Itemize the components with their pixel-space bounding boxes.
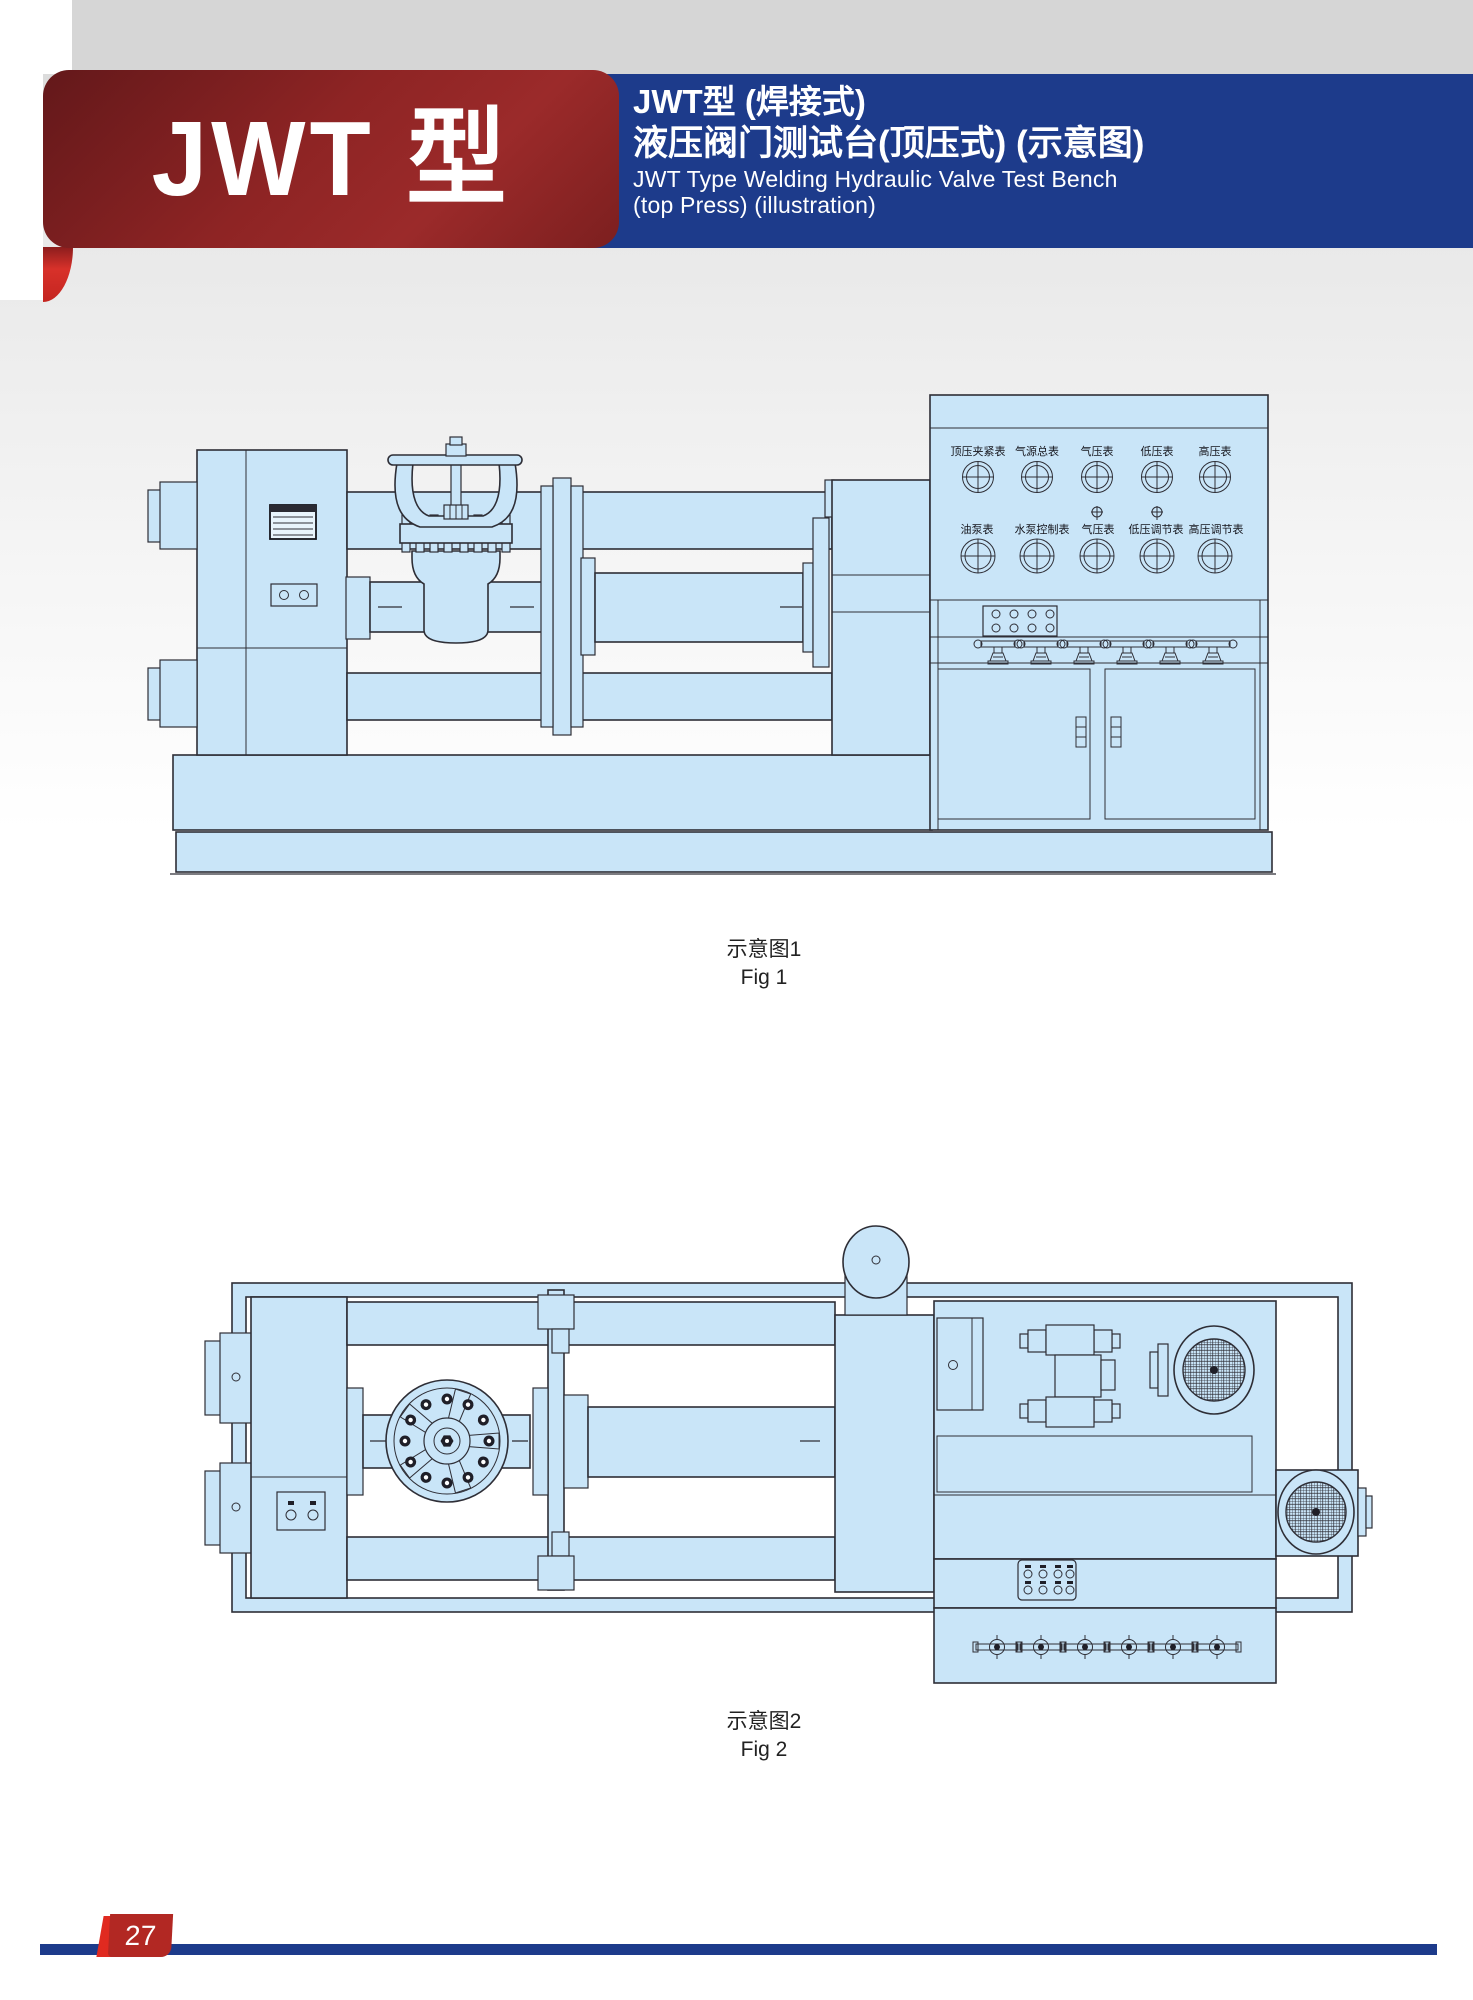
- page-number-tab: 27: [107, 1914, 174, 1957]
- fig2-motor: [1149, 1325, 1255, 1415]
- fig2-press-cylinder: [563, 1394, 836, 1489]
- fig1-valve-stem: [450, 462, 462, 512]
- fig2-connector-strip: [933, 1558, 1277, 1609]
- gauge-label: 水泵控制表: [1015, 522, 1070, 536]
- fig2-test-bench-top-view: [204, 1225, 1373, 1684]
- page-number: 27: [124, 1919, 157, 1951]
- fig1-support-columns: [540, 477, 584, 736]
- title-zh-line2: 液压阀门测试台(顶压式) (示意图): [633, 124, 1145, 163]
- fig2-power-unit-tank: [933, 1300, 1277, 1560]
- fig1-caption: 示意图1 Fig 1: [614, 936, 914, 992]
- gauge-label: 低压调节表: [1129, 522, 1184, 536]
- gauge-label: 气压表: [1081, 444, 1114, 458]
- fig2-caption-en: Fig 2: [740, 1738, 788, 1761]
- fig1-connector-plate: [982, 605, 1058, 637]
- fig1-cabinet-doors: [937, 668, 1256, 820]
- fig1-tie-rod-ends: [147, 481, 198, 728]
- fig2-right-fixed-block: [834, 1225, 935, 1593]
- left-margin: [0, 0, 43, 300]
- gauge-label: 气压表: [1082, 522, 1115, 536]
- fig1-base-skirt: [175, 831, 1273, 873]
- fig2-caption: 示意图2 Fig 2: [614, 1708, 914, 1764]
- gauge-label: 油泵表: [961, 522, 994, 536]
- fig1-test-bench-side-view: 顶压夹紧表 气源总表 气压表 低压表 高压表: [147, 394, 1276, 875]
- fig1-valve-body: [411, 550, 501, 644]
- fig2-cooling-fan: [1275, 1469, 1373, 1557]
- fig2-caption-zh: 示意图2: [726, 1710, 802, 1733]
- panel-mini-valve-icons: [1091, 506, 1163, 520]
- model-badge-text: JWT 型: [151, 99, 511, 219]
- fig1-bottom-rail: [346, 672, 833, 721]
- fig1-gate-valve-under-test: [345, 436, 544, 644]
- fig2-headstock: [250, 1296, 348, 1599]
- fig1-right-fixed-block: [824, 479, 931, 756]
- fig1-bed-base: [172, 754, 933, 831]
- gauge-label: 高压表: [1199, 444, 1232, 458]
- gauge-label: 气源总表: [1015, 444, 1059, 458]
- fig1-control-cabinet: 顶压夹紧表 气源总表 气压表 低压表 高压表: [929, 394, 1269, 831]
- title-zh-line1: JWT型 (焊接式): [633, 83, 866, 120]
- model-badge-ribbon: JWT 型: [43, 70, 619, 248]
- top-gray-band: [72, 0, 1473, 74]
- fig1-gauge-row-1: 顶压夹紧表 气源总表 气压表 低压表 高压表: [951, 444, 1232, 493]
- fig1-caption-zh: 示意图1: [726, 938, 802, 961]
- pressure-gauge-icons-row1: [962, 461, 1231, 493]
- fig2-flange-bolt-circle: [399, 1393, 495, 1489]
- fig1-button-plate: [270, 583, 318, 607]
- gauge-label: 低压表: [1141, 444, 1174, 458]
- footer-rule-bar: [40, 1944, 1437, 1955]
- fig2-valve-under-test: [346, 1379, 549, 1503]
- fig2-bottom-rail: [346, 1536, 836, 1581]
- fig2-pump-assembly: [1019, 1324, 1121, 1428]
- title-en-line2: (top Press) (illustration): [633, 192, 876, 218]
- gauge-label: 高压调节表: [1189, 522, 1244, 536]
- fig1-nameplate: [269, 504, 317, 540]
- fig1-press-cylinder: [580, 517, 830, 668]
- fig1-caption-en: Fig 1: [740, 966, 788, 989]
- pressure-gauge-icons-row2: [960, 538, 1233, 574]
- fig2-top-rail: [346, 1301, 836, 1346]
- fig2-crosshead: [537, 1289, 575, 1591]
- fig2-hand-valve-row: [933, 1607, 1277, 1684]
- fig2-handwheel-icon: [385, 1379, 509, 1503]
- gauge-label: 顶压夹紧表: [951, 444, 1006, 458]
- fig1-hand-valve-row: [973, 639, 1238, 665]
- fig2-tie-rod-ends: [204, 1332, 253, 1554]
- title-en-line1: JWT Type Welding Hydraulic Valve Test Be…: [633, 166, 1118, 192]
- fig1-gauge-row-2: 油泵表 水泵控制表 气压表 低压调节表 高压调节表: [960, 522, 1244, 574]
- header-titles: JWT型 (焊接式) 液压阀门测试台(顶压式) (示意图) JWT Type W…: [633, 82, 1144, 218]
